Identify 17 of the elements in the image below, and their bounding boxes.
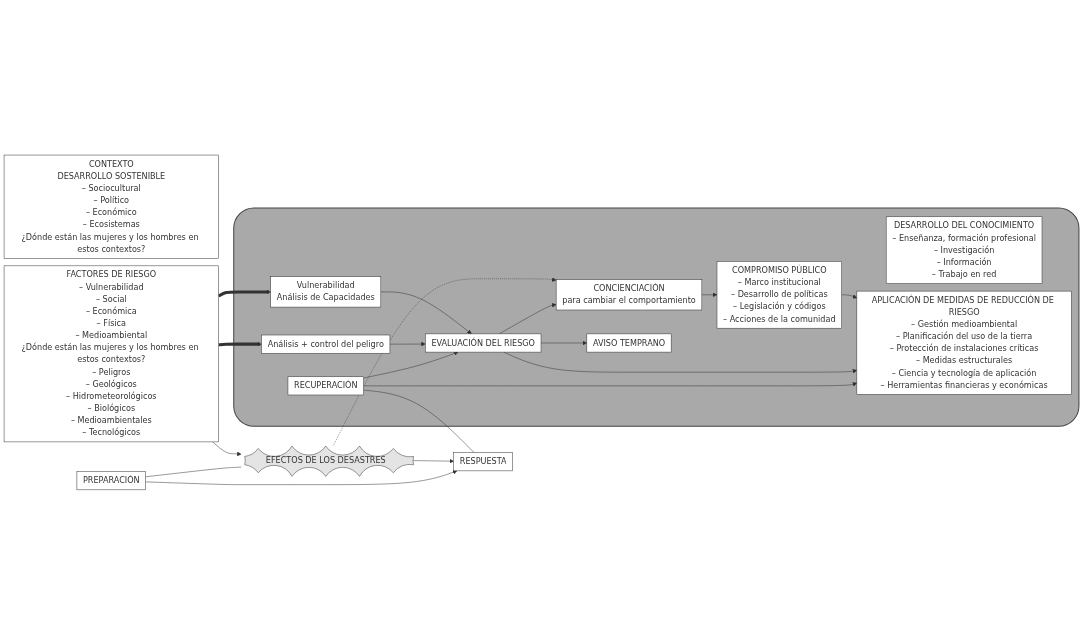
- node-box: RECUPERACIÓN: [287, 376, 364, 395]
- node-box: EVALUACIÓN DEL RIESGO: [425, 333, 542, 352]
- cluster: [233, 206, 1080, 427]
- connector: [363, 389, 475, 453]
- node-box: FACTORES DE RIESGO – Vulnerabilidad – Social – Económica – Física – Medioambiental ¿Dónde están las mujeres y los hombres en estos contextos? – Peligros – Geológicos – Hidrometeorológicos – Biológicos – Medioambientales – Tecnológicos: [3, 265, 219, 442]
- node-box: CONCIENCIACIÓN para cambiar el comportamiento: [555, 278, 703, 310]
- node-box: DESARROLLO DEL CONOCIMIENTO – Enseñanza, formación profesional – Investigación – Información – Trabajo en red: [885, 216, 1043, 284]
- node-box: APLICACIÓN DE MEDIDAS DE REDUCCIÓN DE RIESGO – Gestión medioambiental – Planificación del uso de la tierra – Protección de instalaciones críticas – Medidas estructurales – Ciencia y tecnología de aplicación – Herramientas financieras y económicas: [856, 290, 1072, 395]
- node-box: CONTEXTO DESARROLLO SOSTENIBLE – Sociocultural – Político – Económico – Ecosistemas ¿Dónde están las mujeres y los hombres en estos contextos?: [3, 154, 219, 259]
- arrow: [218, 341, 262, 346]
- node-box: Análisis + control del peligro: [261, 334, 391, 354]
- node-box: Vulnerabilidad Análisis de Capacidades: [270, 276, 382, 307]
- node-box: AVISO TEMPRANO: [586, 333, 672, 352]
- arrow: [217, 289, 271, 297]
- node-box: PREPARACIÓN: [76, 470, 146, 490]
- node-box: RESPUESTA: [453, 451, 513, 471]
- node-box: COMPROMISO PÚBLICO – Marco institucional – Desarrollo de políticas – Legislación y códigos – Acciones de la comunidad: [716, 260, 842, 328]
